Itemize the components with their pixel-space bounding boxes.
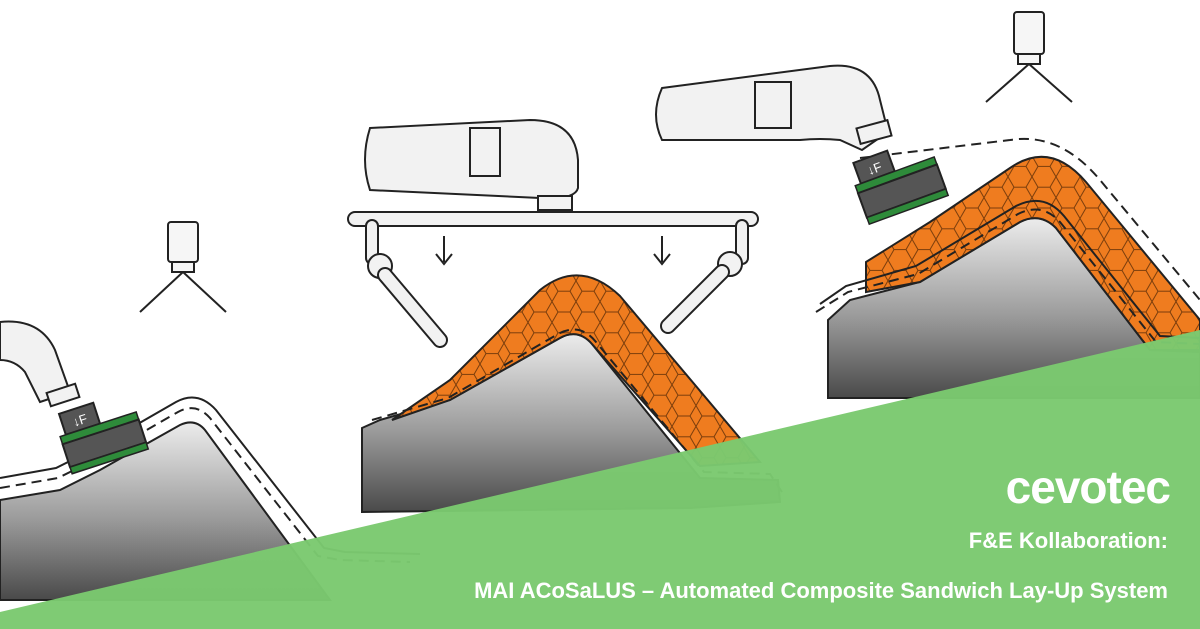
force-sensor-icon: ↓F <box>852 149 950 226</box>
right-station: ↓F <box>655 11 1200 399</box>
cevotec-logo: cevotec <box>1005 461 1171 513</box>
green-band <box>0 330 1200 629</box>
camera-icon <box>139 221 227 313</box>
force-label: ↓F <box>865 159 884 178</box>
force-sensor-icon: ↓F <box>57 401 150 475</box>
honeycomb-core-icon <box>865 155 1200 351</box>
gantry-gripper-icon <box>347 211 759 348</box>
robot-arm-icon <box>364 118 579 211</box>
camera-icon <box>985 11 1073 103</box>
robot-arm-icon <box>0 320 81 408</box>
force-label: ↓F <box>71 411 89 430</box>
page-subtitle: F&E Kollaboration: <box>968 528 1168 553</box>
honeycomb-core-icon <box>391 274 763 468</box>
robot-arm-icon <box>655 64 893 152</box>
page-title: MAI ACoSaLUS – Automated Composite Sandw… <box>474 578 1168 603</box>
